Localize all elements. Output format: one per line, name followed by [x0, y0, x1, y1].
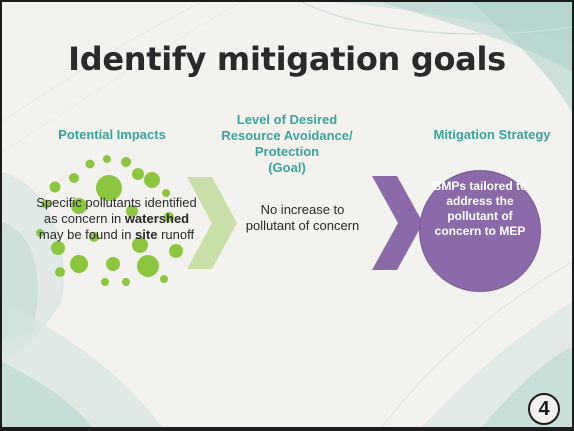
strategy-text: BMPs tailored to address the pollutant o… — [432, 179, 528, 238]
watershed-bold: watershed — [124, 211, 190, 226]
goal-heading-line: Protection — [254, 144, 320, 159]
impacts-text-part: runoff — [157, 227, 195, 242]
page-number-badge: 4 — [528, 393, 560, 425]
site-bold: site — [135, 227, 158, 242]
impacts-text: Specific pollutants identified as concer… — [34, 195, 199, 243]
goal-text: No increase to pollutant of concern — [245, 202, 360, 233]
goal-heading-line: Resource Avoidance/ — [221, 128, 353, 143]
impacts-heading: Potential Impacts — [58, 127, 166, 142]
goal-heading: Level of Desired Resource Avoidance/ Pro… — [202, 112, 372, 176]
diagram-graphics — [36, 155, 423, 286]
goal-heading-line: Level of Desired — [236, 112, 338, 127]
strategy-heading: Mitigation Strategy — [433, 127, 551, 142]
chevron-right-icon — [187, 177, 237, 269]
goal-heading-line: (Goal) — [268, 160, 306, 175]
slide: Identify mitigation goals Potential Impa… — [2, 2, 572, 427]
slide-title: Identify mitigation goals — [68, 40, 506, 78]
impacts-text-part: may be found in — [38, 227, 136, 242]
strategy-circle — [420, 171, 540, 291]
chevron-right-icon — [372, 176, 423, 270]
pollutant-dots-cluster — [36, 155, 183, 286]
impacts-text-part: Specific pollutants identified as concer… — [36, 195, 197, 226]
